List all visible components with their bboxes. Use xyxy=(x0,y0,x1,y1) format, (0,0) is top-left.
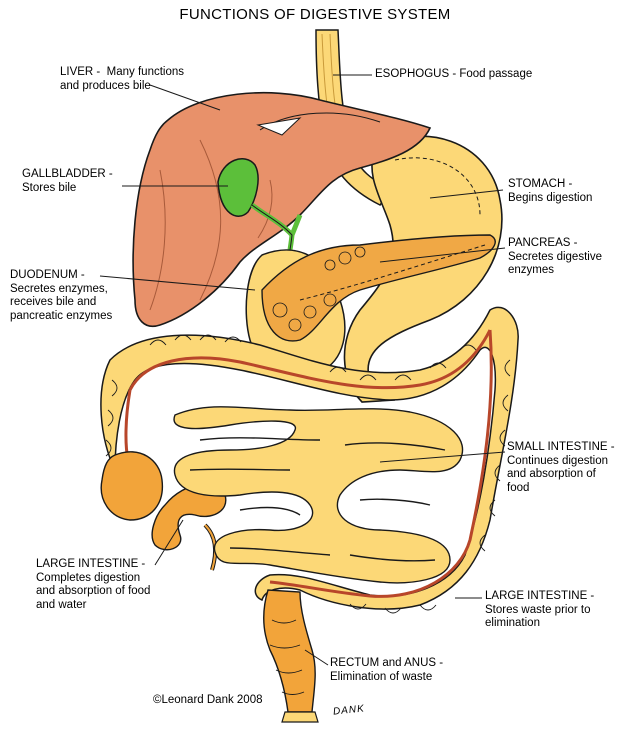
label-large-intestine-right-line2: Stores waste prior to xyxy=(485,603,591,616)
label-liver-desc: Many functions xyxy=(106,66,185,78)
credit: ©Leonard Dank 2008 xyxy=(153,694,263,706)
label-gallbladder: GALLBLADDER - Stores bile xyxy=(22,168,113,195)
label-duodenum: DUODENUM - Secretes enzymes, receives bi… xyxy=(10,269,112,323)
label-large-intestine-right-line1: LARGE INTESTINE - xyxy=(485,590,595,602)
label-large-intestine-right: LARGE INTESTINE - Stores waste prior to … xyxy=(485,590,594,631)
label-small-intestine-line1: SMALL INTESTINE - xyxy=(507,441,615,453)
label-pancreas-line3: enzymes xyxy=(508,264,555,276)
label-liver-line2: and produces bile xyxy=(60,79,151,92)
label-duodenum-line1: DUODENUM - xyxy=(10,269,85,281)
label-liver-line1: LIVER - Many functions xyxy=(60,66,184,80)
leader-lines xyxy=(99,74,506,666)
label-large-intestine-right-line3: elimination xyxy=(485,617,540,629)
label-rectum: RECTUM and ANUS - Elimination of waste xyxy=(330,657,443,684)
label-small-intestine-line4: food xyxy=(507,481,530,494)
label-large-intestine-left-line2: Completes digestion xyxy=(36,571,141,584)
rectum-anus xyxy=(263,589,319,723)
label-liver: LIVER - Many functions and produces bile xyxy=(60,66,184,93)
label-small-intestine-line2: Continues digestion xyxy=(507,454,609,467)
cecum-appendix xyxy=(100,451,227,571)
label-large-intestine-left-line4: and water xyxy=(36,598,87,611)
label-pancreas: PANCREAS - Secretes digestive enzymes xyxy=(508,237,602,278)
label-small-intestine: SMALL INTESTINE - Continues digestion an… xyxy=(507,441,615,495)
label-large-intestine-left-line1: LARGE INTESTINE - xyxy=(36,558,146,570)
label-duodenum-line4: pancreatic enzymes xyxy=(10,309,113,322)
label-pancreas-line2: Secretes digestive xyxy=(508,250,602,263)
label-esophagus: ESOPHOGUS - Food passage xyxy=(375,68,532,82)
pancreas xyxy=(261,234,496,342)
small-intestine xyxy=(173,406,464,584)
label-large-intestine-left: LARGE INTESTINE - Completes digestion an… xyxy=(36,558,150,612)
label-rectum-line1: RECTUM and ANUS - xyxy=(330,657,444,669)
label-rectum-line2: Elimination of waste xyxy=(330,670,433,683)
label-duodenum-line3: receives bile and xyxy=(10,296,97,308)
label-stomach-line1: STOMACH - xyxy=(508,178,573,190)
diagram-title: FUNCTIONS OF DIGESTIVE SYSTEM xyxy=(179,6,451,23)
large-intestine xyxy=(100,306,519,614)
label-liver-name: LIVER - xyxy=(60,66,101,78)
label-pancreas-line1: PANCREAS - xyxy=(508,237,578,249)
label-gallbladder-line2: Stores bile xyxy=(22,181,77,194)
label-gallbladder-line1: GALLBLADDER - xyxy=(22,168,113,180)
label-stomach: STOMACH - Begins digestion xyxy=(508,178,592,205)
label-small-intestine-line3: and absorption of xyxy=(507,468,596,480)
label-large-intestine-left-line3: and absorption of food xyxy=(36,585,151,597)
label-stomach-line2: Begins digestion xyxy=(508,191,593,204)
label-esophagus-text: ESOPHOGUS - Food passage xyxy=(375,68,533,80)
label-duodenum-line2: Secretes enzymes, xyxy=(10,282,108,295)
liver xyxy=(132,92,432,327)
